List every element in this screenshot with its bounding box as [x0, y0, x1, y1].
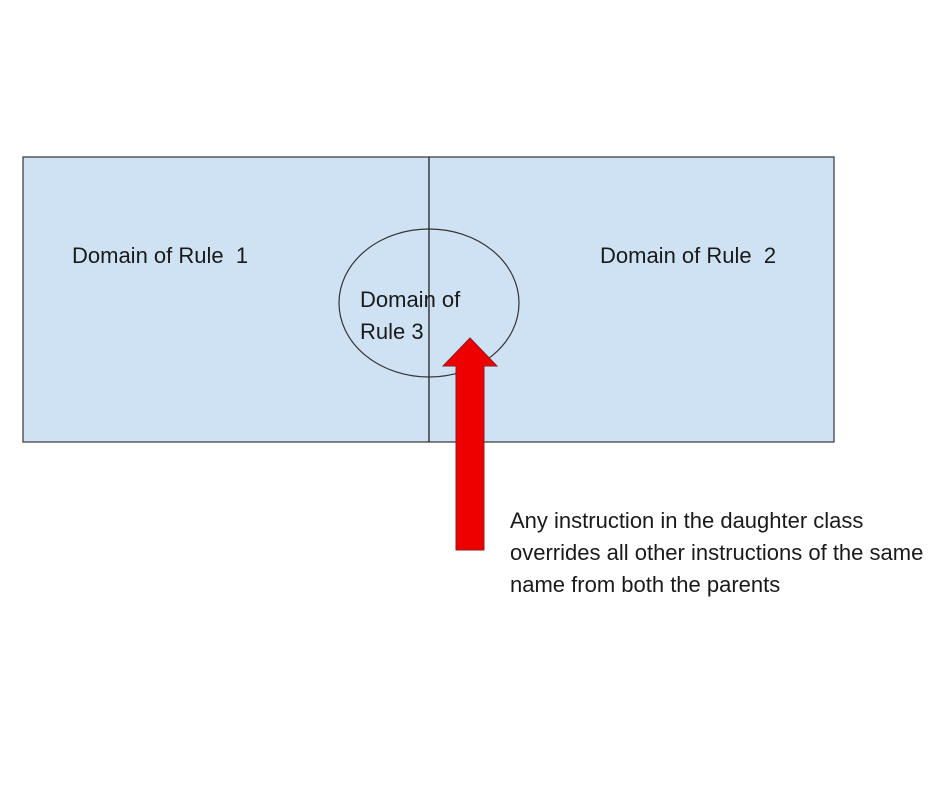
domain-rule-2-box [428, 156, 835, 443]
domain-rule-1-box [22, 156, 430, 443]
override-annotation: Any instruction in the daughter class ov… [510, 508, 924, 597]
domain-rule-1-label: Domain of Rule 1 [72, 243, 249, 268]
domain-rule-2-label: Domain of Rule 2 [600, 243, 777, 268]
red-arrow [441, 337, 499, 551]
domain-rule-3-label: Domain of Rule 3 [360, 287, 461, 344]
